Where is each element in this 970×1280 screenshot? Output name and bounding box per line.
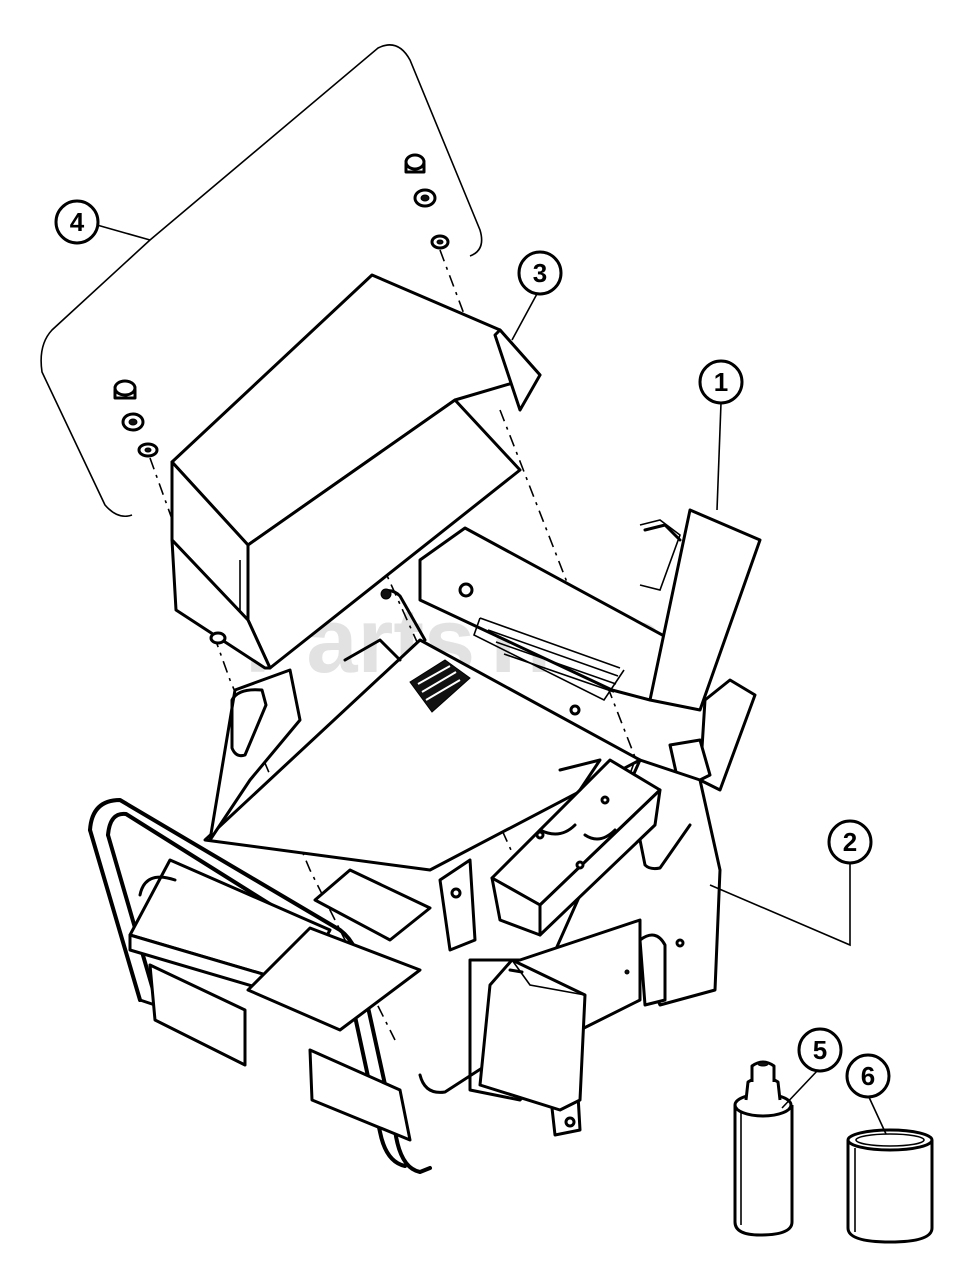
hardware-stack-left bbox=[113, 379, 159, 458]
callout-label-5: 5 bbox=[813, 1035, 827, 1065]
electrical-box bbox=[478, 958, 587, 1112]
leader-lines bbox=[96, 224, 887, 1135]
leader-2 bbox=[709, 862, 851, 947]
callout-balloon-3: 3 bbox=[517, 250, 563, 296]
leader-6 bbox=[867, 1094, 887, 1135]
callout-label-3: 3 bbox=[533, 258, 547, 288]
callout-balloon-6: 6 bbox=[845, 1053, 891, 1099]
callout-balloon-2: 2 bbox=[827, 819, 873, 865]
callout-balloon-5: 5 bbox=[797, 1027, 843, 1073]
callout-label-6: 6 bbox=[861, 1061, 875, 1091]
paint-can bbox=[846, 1128, 934, 1244]
callout-balloon-4: 4 bbox=[54, 199, 100, 245]
vent-slots bbox=[473, 617, 625, 702]
callout-balloon-1: 1 bbox=[698, 359, 744, 405]
hardware-stack-right bbox=[404, 153, 450, 250]
rear-panel bbox=[380, 508, 762, 716]
kit-boundary-outline bbox=[40, 44, 483, 518]
leader-4 bbox=[96, 224, 151, 241]
cover-housing bbox=[170, 273, 542, 670]
leader-3 bbox=[511, 291, 539, 341]
callout-label-2: 2 bbox=[843, 827, 857, 857]
cap-nut-right bbox=[404, 153, 426, 171]
main-frame bbox=[203, 638, 722, 1137]
leader-1 bbox=[716, 402, 722, 511]
cap-nut-left bbox=[113, 379, 137, 397]
spray-can bbox=[733, 1060, 794, 1237]
callout-label-4: 4 bbox=[70, 207, 85, 237]
front-handle-frame bbox=[88, 758, 602, 1174]
leader-5 bbox=[781, 1069, 819, 1109]
callout-label-1: 1 bbox=[714, 367, 728, 397]
